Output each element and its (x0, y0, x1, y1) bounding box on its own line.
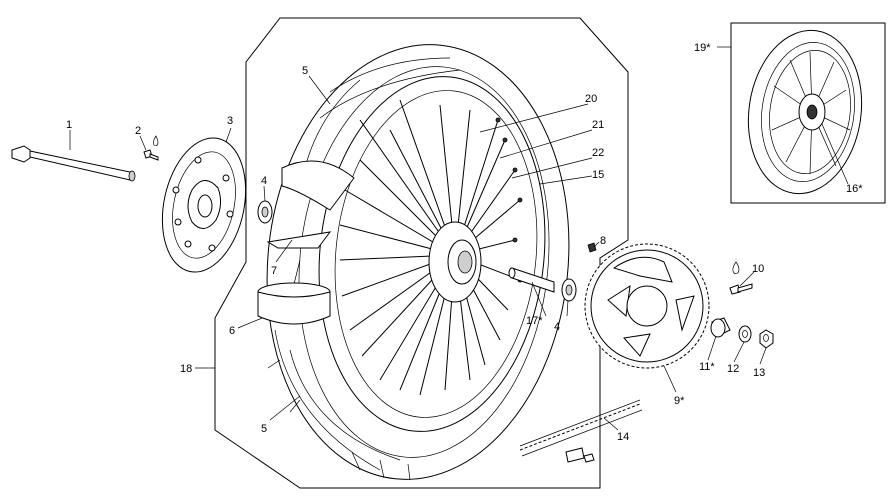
label-4a: 4 (261, 175, 267, 187)
screw-part (143, 135, 159, 161)
label-19: 19* (694, 42, 711, 54)
chain-part (519, 399, 643, 463)
threadlock-drop-icon-2 (732, 261, 740, 274)
label-5b: 5 (261, 423, 267, 435)
bearing-right-part (561, 278, 577, 302)
label-10: 10 (752, 263, 764, 275)
callout-labels: 1 2 3 4 5 20 21 22 15 7 6 18 5 17* 4 8 1… (66, 42, 863, 443)
label-3: 3 (227, 115, 233, 127)
hub-part (428, 221, 482, 303)
inner-tube-part (257, 282, 331, 325)
label-6: 6 (229, 325, 235, 337)
label-20: 20 (585, 93, 597, 105)
bolt-8-part (587, 242, 597, 253)
label-13: 13 (753, 367, 765, 379)
label-21: 21 (592, 119, 604, 131)
label-14: 14 (617, 431, 629, 443)
leader-lines (69, 46, 849, 431)
inset-wheel-box (730, 22, 886, 204)
label-15: 15 (592, 169, 604, 181)
rim-band-part (266, 160, 355, 301)
spacer-part (508, 267, 555, 293)
threadlock-drop-icon (152, 135, 159, 147)
label-4b: 4 (554, 321, 560, 333)
sprocket-part (584, 243, 710, 369)
nut-13-part (759, 329, 774, 349)
label-2: 2 (135, 125, 141, 137)
brake-disc-part (161, 137, 247, 273)
label-18: 18 (180, 363, 192, 375)
label-12: 12 (727, 363, 739, 375)
label-9: 9* (674, 395, 685, 407)
label-5a: 5 (302, 65, 308, 77)
axle-part (11, 145, 136, 182)
spacer-11-part (710, 317, 731, 338)
washer-12-part (738, 325, 752, 343)
assembly-outline (214, 17, 629, 489)
label-7: 7 (271, 265, 277, 277)
label-22: 22 (592, 147, 604, 159)
label-17: 17* (526, 315, 543, 327)
label-16: 16* (846, 183, 863, 195)
bolt-10-part (729, 261, 753, 295)
bearing-left-part (257, 200, 273, 224)
label-8: 8 (600, 235, 606, 247)
label-1: 1 (66, 119, 72, 131)
label-11: 11* (699, 361, 715, 373)
